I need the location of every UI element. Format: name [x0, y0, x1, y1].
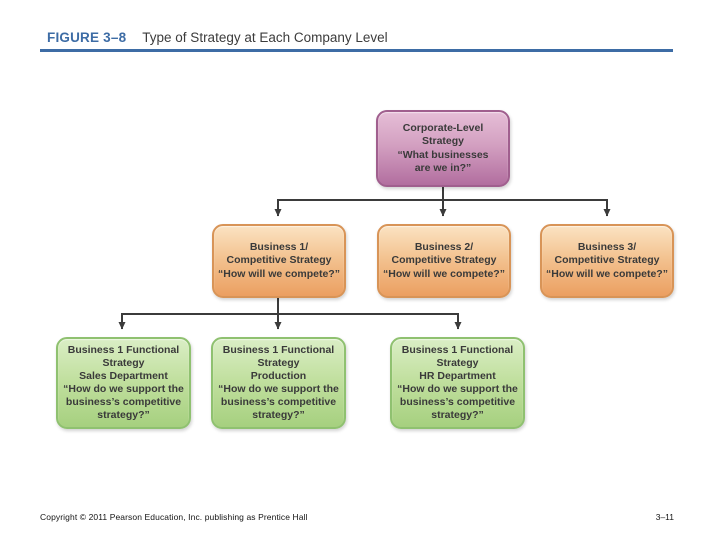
node-business-3-competitive-strategy: Business 3/ Competitive Strategy “How wi… [540, 224, 674, 298]
node-functional-strategy-sales: Business 1 Functional Strategy Sales Dep… [56, 337, 191, 429]
page-number: 3–11 [655, 512, 674, 522]
figure-label: FIGURE 3–8 [47, 30, 127, 45]
header-rule-divider [40, 49, 673, 52]
figure-title: Type of Strategy at Each Company Level [142, 30, 388, 45]
node-functional-strategy-production: Business 1 Functional Strategy Productio… [211, 337, 346, 429]
corporate-to-business-connectors [274, 186, 611, 217]
node-corporate-level-strategy: Corporate-Level Strategy “What businesse… [376, 110, 510, 187]
node-functional-strategy-hr: Business 1 Functional Strategy HR Depart… [390, 337, 525, 429]
node-business-1-competitive-strategy: Business 1/ Competitive Strategy “How wi… [212, 224, 346, 298]
slide-header: FIGURE 3–8 Type of Strategy at Each Compa… [47, 29, 388, 47]
copyright-notice: Copyright © 2011 Pearson Education, Inc.… [40, 512, 308, 522]
node-business-2-competitive-strategy: Business 2/ Competitive Strategy “How wi… [377, 224, 511, 298]
business-to-functional-connectors [118, 298, 462, 330]
